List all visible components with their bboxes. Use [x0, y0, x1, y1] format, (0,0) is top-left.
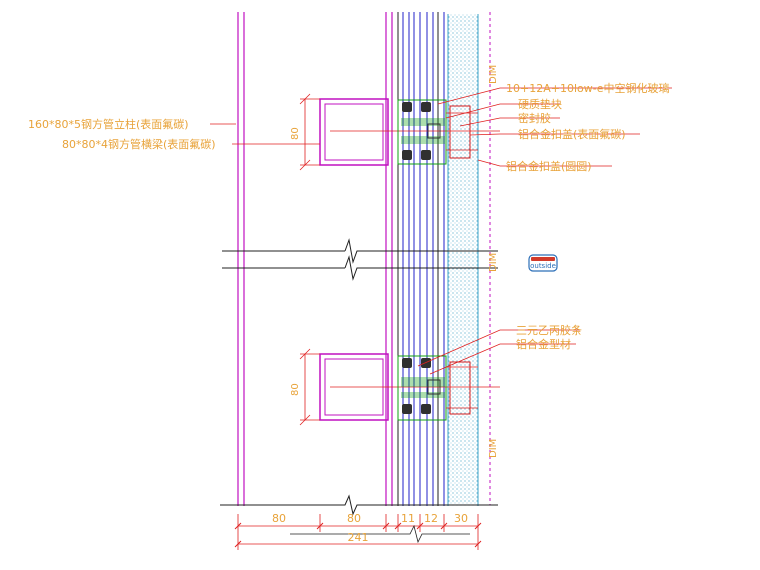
- upper-joint-detail: [397, 99, 478, 165]
- label-glass: 10+12A+10low-e中空钢化玻璃: [506, 81, 669, 95]
- lower-joint-detail: [397, 355, 478, 421]
- label-epdm: 三元乙丙胶条: [516, 323, 582, 337]
- label-cover-cap-arc: 铝合金扣盖(圆圆): [506, 159, 592, 173]
- lower-transom-tube: [299, 348, 500, 426]
- label-hard-block: 硬质垫块: [518, 97, 562, 111]
- label-cover-cap-surface: 铝合金扣盖(表面氟碳): [518, 127, 626, 141]
- dim-12: 12: [424, 512, 438, 525]
- wall-structure: [237, 12, 393, 506]
- label-mullion: 160*80*5钢方管立柱(表面氟碳): [28, 117, 189, 131]
- label-sealant: 密封胶: [518, 111, 551, 125]
- dim-80-left: 80: [272, 512, 286, 525]
- dim-vertical-lower: DIM: [488, 439, 499, 458]
- glass-panes: [397, 12, 445, 506]
- dim-80-right: 80: [347, 512, 361, 525]
- break-line-bottom: [220, 494, 498, 516]
- dim-tube-height-lower: 80: [290, 383, 301, 396]
- dim-total: 241: [348, 531, 369, 544]
- outside-badge: outside: [528, 254, 558, 272]
- leader-lines: [210, 87, 672, 375]
- outside-badge-text: outside: [530, 262, 556, 270]
- label-alu-profile: 铝合金型材: [516, 337, 571, 351]
- insulation-infill: [447, 14, 479, 506]
- dim-tube-height-upper: 80: [290, 127, 301, 140]
- label-transom: 80*80*4钢方管横梁(表面氟碳): [62, 137, 216, 151]
- dim-11: 11: [401, 512, 415, 525]
- break-line-middle: [222, 238, 498, 281]
- upper-transom-tube: [299, 93, 500, 171]
- dim-30: 30: [454, 512, 468, 525]
- dim-vertical-upper: DIM: [488, 65, 499, 84]
- horizontal-dimensions: [234, 514, 482, 550]
- dim-vertical-middle: DIM: [488, 253, 499, 272]
